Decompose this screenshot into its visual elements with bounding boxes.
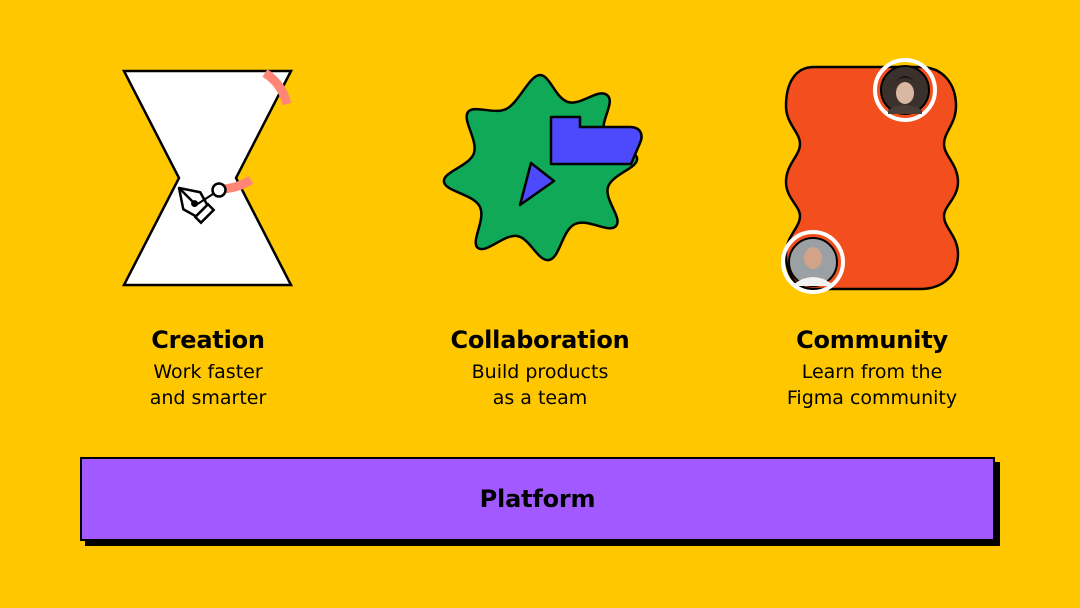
accent-arc-top: [262, 69, 292, 106]
pillar-collaboration: Collaboration Build products as a team: [390, 0, 690, 430]
pillar-creation: Creation Work faster and smarter: [58, 0, 358, 430]
avatar-icon: [781, 230, 845, 294]
pillar-description-line: as a team: [492, 387, 588, 409]
collaboration-illustration: [442, 73, 643, 262]
pillar-title: Community: [796, 326, 948, 354]
pillar-description-line: Work faster: [153, 361, 263, 383]
pillar-description-line: Figma community: [786, 387, 958, 409]
cursor-icon: [518, 161, 556, 207]
pen-tool-icon: [177, 186, 216, 225]
pillar-title: Collaboration: [450, 326, 630, 354]
pillar-title: Creation: [151, 326, 265, 354]
avatar-icon: [873, 58, 937, 122]
comment-bubble-icon: [549, 115, 643, 166]
anchor-node-icon: [211, 182, 227, 198]
pillar-description: Learn from the Figma community: [722, 359, 1022, 411]
platform-bar: Platform: [80, 457, 995, 541]
pillar-community: Community Learn from the Figma community: [722, 0, 1022, 430]
pillar-description-line: and smarter: [149, 387, 267, 409]
platform-label: Platform: [479, 485, 596, 513]
hourglass-shape: [121, 69, 294, 287]
pillar-description-line: Build products: [471, 361, 609, 383]
community-illustration: [781, 58, 960, 294]
creation-illustration: [121, 69, 294, 287]
pillar-description-line: Learn from the: [801, 361, 943, 383]
pillar-description: Build products as a team: [390, 359, 690, 411]
pillar-description: Work faster and smarter: [58, 359, 358, 411]
wavy-blob-shape: [784, 65, 960, 291]
starburst-shape: [442, 73, 639, 262]
